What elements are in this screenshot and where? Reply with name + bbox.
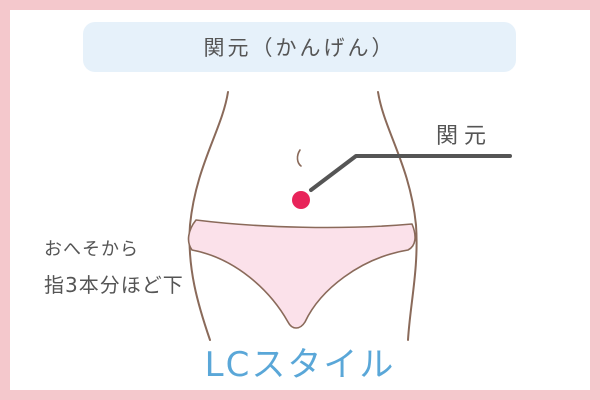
leader-line [309,154,512,192]
brand-logo: LCスタイル [204,345,396,385]
title-banner: 関元（かんげん） [83,22,516,72]
caption-line-1: おへそから [44,239,139,260]
underwear [187,219,416,329]
right-torso-outline [377,91,418,341]
left-torso-outline [188,91,229,341]
point-label: 関元 [436,124,493,149]
acupoint-dot [292,191,310,209]
location-caption: おへそから 指3本分ほど下 [44,236,184,301]
title-text: 関元（かんげん） [203,36,396,60]
caption-line-2: 指3本分ほど下 [44,272,184,297]
navel-mark [296,149,302,167]
